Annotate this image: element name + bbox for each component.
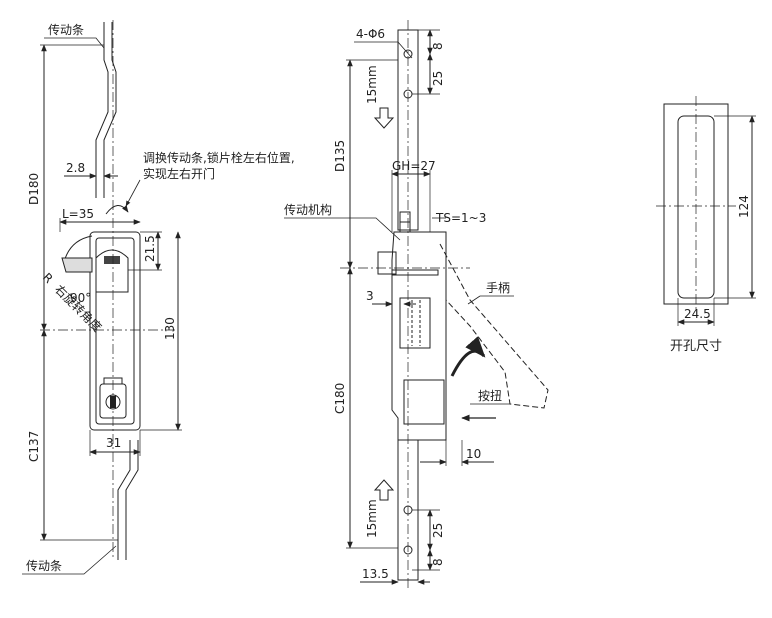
dim-8-top: 8 bbox=[431, 42, 445, 50]
dim-d135: D135 bbox=[333, 140, 347, 172]
dim-24-5: 24.5 bbox=[684, 307, 711, 321]
cutout-view bbox=[656, 96, 756, 326]
dim-3: 3 bbox=[366, 289, 374, 303]
handle-open bbox=[439, 243, 549, 409]
mechanism-label: 传动机构 bbox=[284, 202, 332, 217]
dim-15mm-top: 15mm bbox=[365, 65, 379, 104]
front-view-text: 传动条 传动条 调换传动条,锁片栓左右位置, 实现左右开门 2.8 L=35 D… bbox=[26, 22, 295, 573]
drive-bar-bottom-label: 传动条 bbox=[26, 558, 62, 573]
dim-2-8: 2.8 bbox=[66, 161, 85, 175]
drive-bar-top-strip bbox=[95, 22, 109, 198]
mechanism-housing bbox=[391, 231, 447, 441]
dim-31: 31 bbox=[106, 436, 121, 450]
adjust-note-line-1: 调换传动条,锁片栓左右位置, bbox=[143, 150, 295, 165]
cutout-view-text: 124 24.5 开孔尺寸 bbox=[670, 195, 751, 354]
side-view bbox=[284, 20, 549, 590]
drive-bar-bottom-strip bbox=[117, 440, 131, 560]
dim-25-top: 25 bbox=[431, 71, 445, 86]
button-label: 按扭 bbox=[478, 389, 502, 403]
handle-label: 手柄 bbox=[486, 281, 510, 295]
rotation-label: 右旋转角度 bbox=[52, 282, 105, 335]
dim-130: 130 bbox=[163, 317, 177, 340]
dim-8-bottom: 8 bbox=[431, 558, 445, 566]
dim-15mm-bottom: 15mm bbox=[365, 499, 379, 538]
dim-25-bottom: 25 bbox=[431, 523, 445, 538]
drive-bar-top-label: 传动条 bbox=[48, 22, 84, 37]
lock-body bbox=[89, 231, 141, 431]
dim-124: 124 bbox=[737, 195, 751, 218]
rotation-radius: R bbox=[40, 270, 56, 286]
dim-ts: TS=1~3 bbox=[435, 211, 486, 225]
dim-c180: C180 bbox=[333, 383, 347, 414]
dim-d180: D180 bbox=[27, 173, 41, 205]
side-view-text: 4-Φ6 8 25 15mm D135 GH=27 TS=1~3 传动机构 3 … bbox=[284, 27, 510, 581]
rotation-angle: 90° bbox=[70, 291, 91, 305]
cutout-title: 开孔尺寸 bbox=[670, 339, 722, 354]
dim-gh27: GH=27 bbox=[392, 159, 436, 173]
front-view bbox=[22, 20, 182, 575]
dim-c137: C137 bbox=[27, 431, 41, 462]
dim-13-5: 13.5 bbox=[362, 567, 389, 581]
dim-21-5: 21.5 bbox=[143, 235, 157, 262]
hole-spec: 4-Φ6 bbox=[356, 27, 385, 41]
adjust-note-line-2: 实现左右开门 bbox=[143, 166, 215, 181]
dim-l35: L=35 bbox=[62, 207, 94, 221]
dim-10: 10 bbox=[466, 447, 481, 461]
